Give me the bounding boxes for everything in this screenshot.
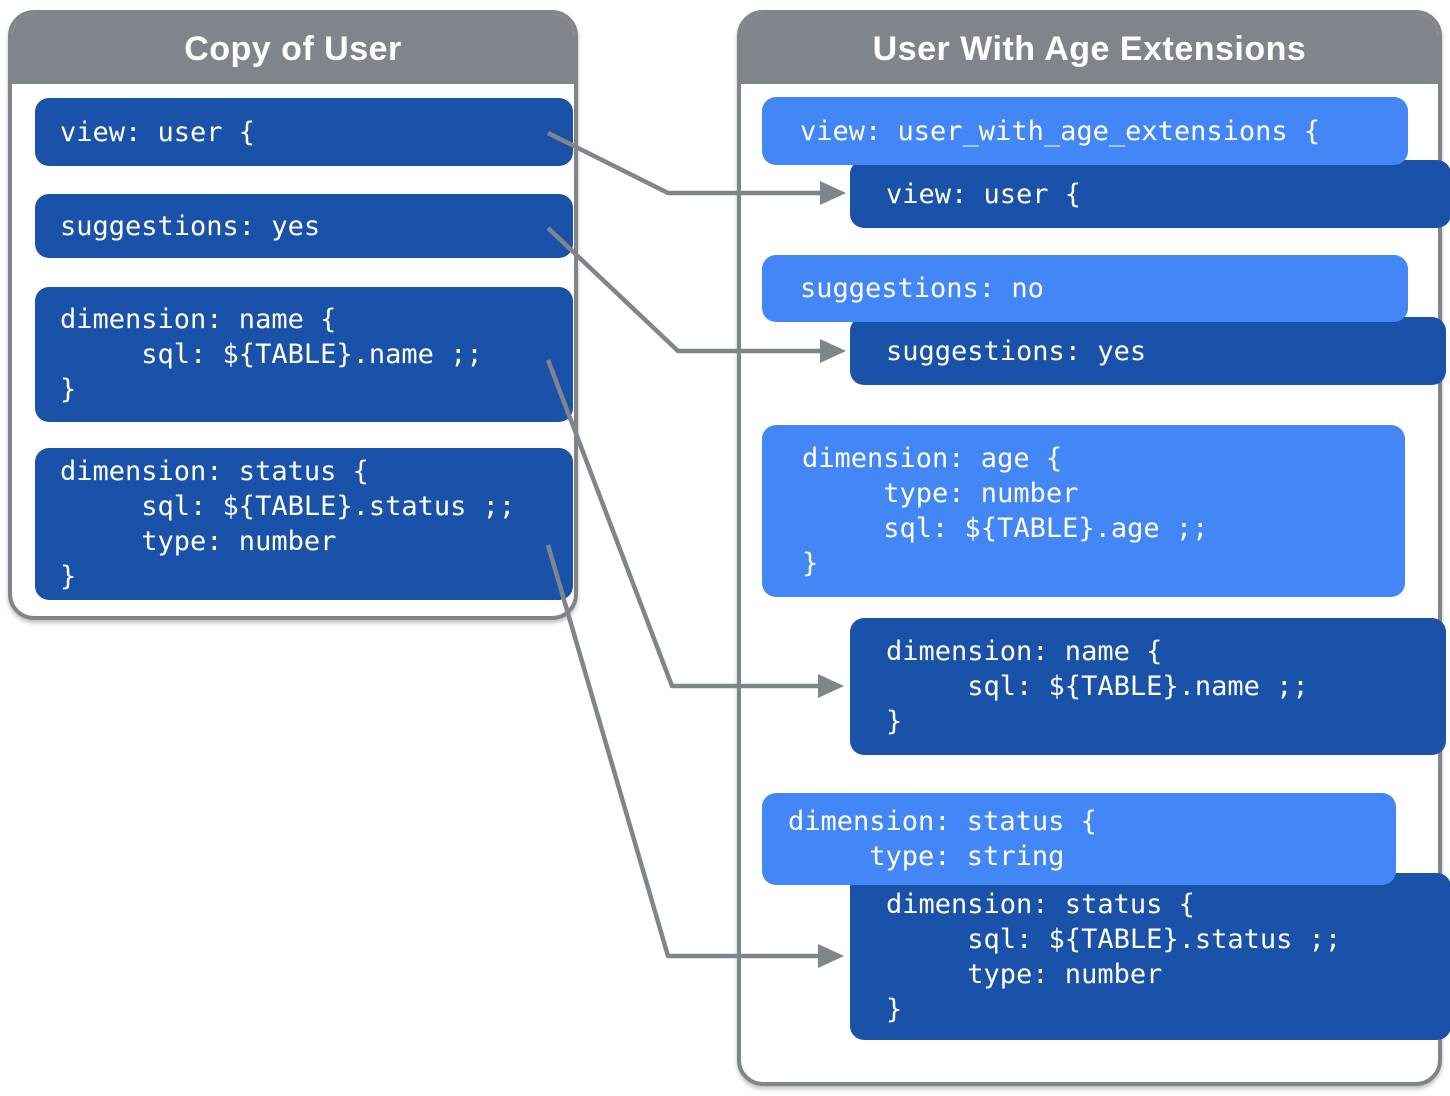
code-line: type: number [802, 478, 1079, 509]
code-block-extended-view-inner: view: user { [850, 160, 1450, 228]
code-block-extended-dimension-age: dimension: age { type: number sql: ${TAB… [762, 425, 1405, 597]
code-line: sql: ${TABLE}.name ;; [886, 671, 1309, 702]
code-line: dimension: status { [886, 888, 1195, 920]
code-line: sql: ${TABLE}.status ;; [60, 491, 516, 522]
code-line: dimension: name { [886, 636, 1163, 667]
code-line: view: user { [60, 116, 256, 148]
code-line: } [60, 561, 77, 592]
right-panel-header: User With Age Extensions [741, 14, 1438, 84]
code-block-extended-suggestions-inner: suggestions: yes [850, 317, 1446, 385]
code-line: dimension: status { [60, 456, 369, 487]
code-block-extended-suggestions: suggestions: no [762, 255, 1408, 322]
code-line: sql: ${TABLE}.name ;; [60, 339, 483, 370]
code-line: sql: ${TABLE}.status ;; [886, 923, 1342, 955]
code-block-extended-dimension-status: dimension: status { type: string [762, 793, 1396, 885]
code-line: suggestions: yes [60, 210, 321, 242]
code-block-copy-dimension-name: dimension: name { sql: ${TABLE}.name ;; … [35, 287, 573, 422]
code-line: suggestions: yes [886, 335, 1147, 367]
code-block-copy-view: view: user { [35, 98, 573, 166]
code-line: suggestions: no [800, 273, 1044, 304]
code-block-extended-view: view: user_with_age_extensions { [762, 97, 1408, 165]
left-panel-title: Copy of User [184, 29, 402, 68]
code-block-copy-suggestions: suggestions: yes [35, 194, 573, 258]
code-line: view: user { [886, 178, 1082, 210]
code-line: dimension: age { [802, 443, 1063, 474]
code-line: type: number [886, 958, 1163, 990]
code-block-copy-dimension-status: dimension: status { sql: ${TABLE}.status… [35, 448, 573, 600]
code-line: } [802, 548, 819, 579]
code-line: type: number [60, 526, 337, 557]
code-line: type: string [788, 841, 1065, 872]
code-line: } [60, 374, 77, 405]
code-block-extended-dimension-name: dimension: name { sql: ${TABLE}.name ;; … [850, 618, 1446, 755]
code-line: } [886, 706, 903, 737]
code-line: dimension: name { [60, 304, 337, 335]
code-block-extended-dimension-status-inner: dimension: status { sql: ${TABLE}.status… [850, 873, 1450, 1040]
right-panel-title: User With Age Extensions [872, 29, 1307, 68]
code-line: } [886, 993, 903, 1025]
code-line: dimension: status { [788, 806, 1097, 837]
left-panel-header: Copy of User [12, 14, 574, 84]
code-line: sql: ${TABLE}.age ;; [802, 513, 1209, 544]
code-line: view: user_with_age_extensions { [800, 115, 1321, 147]
